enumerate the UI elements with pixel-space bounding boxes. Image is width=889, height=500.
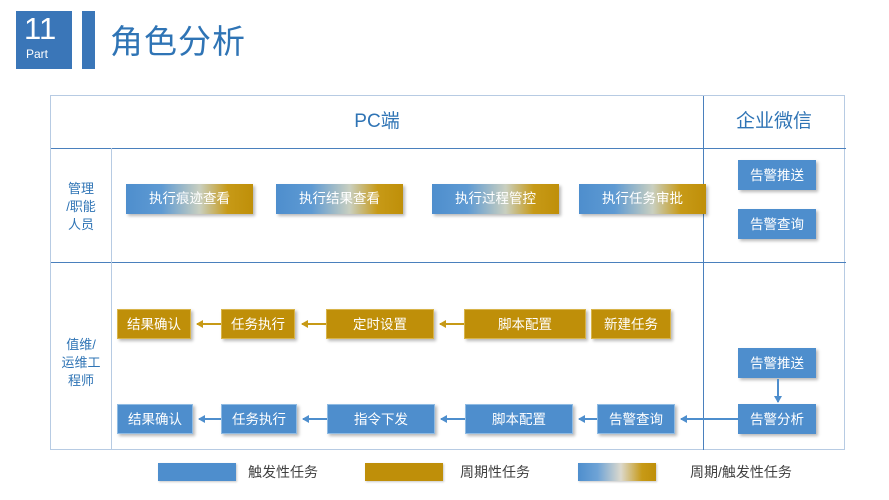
- accent-bar: [82, 11, 95, 69]
- node-execution-result-view[interactable]: 执行结果查看: [276, 184, 403, 214]
- part-word-label: Part: [26, 47, 49, 61]
- legend-swatch-mixed: [578, 463, 656, 481]
- node-execution-task-approval[interactable]: 执行任务审批: [579, 184, 706, 214]
- legend-label-trigger: 触发性任务: [248, 464, 318, 480]
- node-script-config-blue[interactable]: 脚本配置: [465, 404, 573, 434]
- part-badge: 11 Part: [16, 11, 72, 69]
- slide-header: 11 Part 角色分析: [0, 0, 889, 88]
- part-number: 11: [24, 11, 57, 46]
- node-timer-setting-gold[interactable]: 定时设置: [326, 309, 434, 339]
- legend-swatch-trigger: [158, 463, 236, 481]
- arrow-gold-1: [196, 320, 221, 328]
- arrow-down-alarm: [774, 379, 782, 403]
- column-header-wechat: 企业微信: [735, 111, 812, 132]
- arrow-blue-1: [198, 415, 223, 423]
- table-row-divider: [51, 262, 846, 263]
- node-result-confirm-gold[interactable]: 结果确认: [117, 309, 191, 339]
- legend: 触发性任务 周期性任务 周期/触发性任务: [0, 458, 889, 488]
- page-title: 角色分析: [110, 23, 246, 60]
- arrow-gold-2: [301, 320, 326, 328]
- node-alarm-analysis[interactable]: 告警分析: [738, 404, 816, 434]
- node-alarm-query-blue[interactable]: 告警查询: [597, 404, 675, 434]
- node-task-execute-blue[interactable]: 任务执行: [221, 404, 297, 434]
- row-label-manager: 管理/职能人员: [66, 181, 96, 232]
- arrow-blue-4: [578, 415, 603, 423]
- arrow-blue-2: [302, 415, 327, 423]
- node-command-dispatch-blue[interactable]: 指令下发: [327, 404, 435, 434]
- node-execution-process-control[interactable]: 执行过程管控: [432, 184, 559, 214]
- node-execution-trace-view[interactable]: 执行痕迹查看: [126, 184, 253, 214]
- column-header-pc: PC端: [354, 111, 400, 132]
- node-result-confirm-blue[interactable]: 结果确认: [117, 404, 193, 434]
- row-label-ops: 值维/运维工程师: [61, 337, 101, 388]
- role-matrix-table: PC端 企业微信 管理/职能人员 值维/运维工程师 执行痕迹查看 执行结果查看 …: [50, 95, 846, 450]
- legend-label-mixed: 周期/触发性任务: [690, 464, 792, 480]
- node-alarm-push-row2[interactable]: 告警推送: [738, 348, 816, 378]
- column-divider: [703, 96, 704, 450]
- node-new-task-gold[interactable]: 新建任务: [591, 309, 671, 339]
- arrow-gold-3: [439, 320, 464, 328]
- node-alarm-push-row1[interactable]: 告警推送: [738, 160, 816, 190]
- node-task-execute-gold[interactable]: 任务执行: [221, 309, 295, 339]
- arrow-blue-crosscolumn: [680, 415, 763, 423]
- arrow-blue-3: [440, 415, 465, 423]
- node-alarm-query-row1[interactable]: 告警查询: [738, 209, 816, 239]
- legend-swatch-periodic: [365, 463, 443, 481]
- table-header-divider: [51, 148, 846, 149]
- legend-label-periodic: 周期性任务: [460, 464, 530, 480]
- row-label-divider: [111, 148, 112, 450]
- node-script-config-gold[interactable]: 脚本配置: [464, 309, 586, 339]
